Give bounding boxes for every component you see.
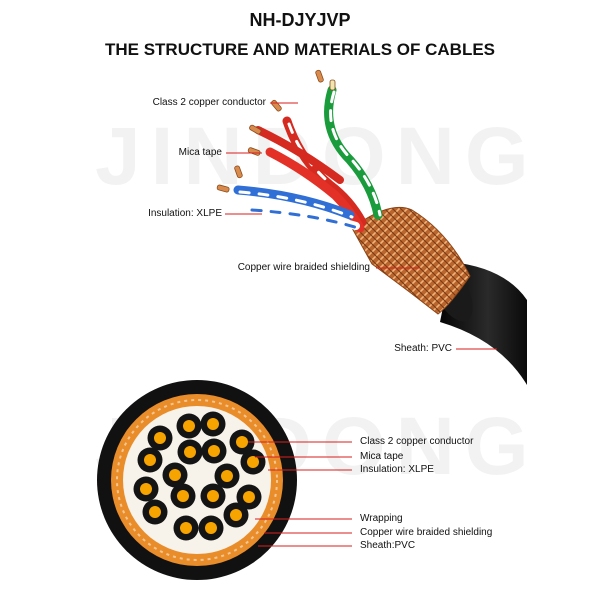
core-conductor (169, 469, 181, 481)
core-conductor (149, 506, 161, 518)
braided-shield (351, 206, 471, 315)
core-conductor (221, 470, 233, 482)
core-conductor (243, 491, 255, 503)
label-sheath-upper: Sheath: PVC (394, 343, 452, 354)
cores (133, 411, 266, 541)
label-shielding-lower: Copper wire braided shielding (360, 527, 493, 538)
core-conductor (140, 483, 152, 495)
core-conductor (236, 436, 248, 448)
core-conductor (207, 490, 219, 502)
core-conductor (247, 456, 259, 468)
core-conductor (205, 522, 217, 534)
diagram-title: NH-DJYJVP (249, 10, 351, 30)
label-sheath-lower: Sheath:PVC (360, 540, 416, 551)
label-conductor-upper: Class 2 copper conductor (152, 97, 266, 108)
label-mica-upper: Mica tape (178, 147, 222, 158)
twisted-cores (233, 85, 383, 233)
core-conductor (183, 420, 195, 432)
core-conductor (184, 446, 196, 458)
leader-lines-upper (225, 102, 497, 350)
label-wrapping-lower: Wrapping (360, 513, 403, 524)
leader-lines-lower (248, 441, 352, 547)
diagram-subtitle: THE STRUCTURE AND MATERIALS OF CABLES (104, 40, 496, 59)
core-conductor (154, 432, 166, 444)
label-insulation-upper: Insulation: XLPE (148, 208, 222, 219)
core-conductor (230, 509, 242, 521)
label-shielding-upper: Copper wire braided shielding (237, 262, 370, 273)
core-conductor (207, 418, 219, 430)
core-conductor (177, 490, 189, 502)
label-insulation-lower: Insulation: XLPE (360, 464, 434, 475)
cross-section (97, 380, 297, 580)
core-conductor (180, 522, 192, 534)
label-conductor-lower: Class 2 copper conductor (360, 436, 474, 447)
core-conductor (144, 454, 156, 466)
label-mica-lower: Mica tape (360, 451, 404, 462)
core-conductor (208, 445, 220, 457)
